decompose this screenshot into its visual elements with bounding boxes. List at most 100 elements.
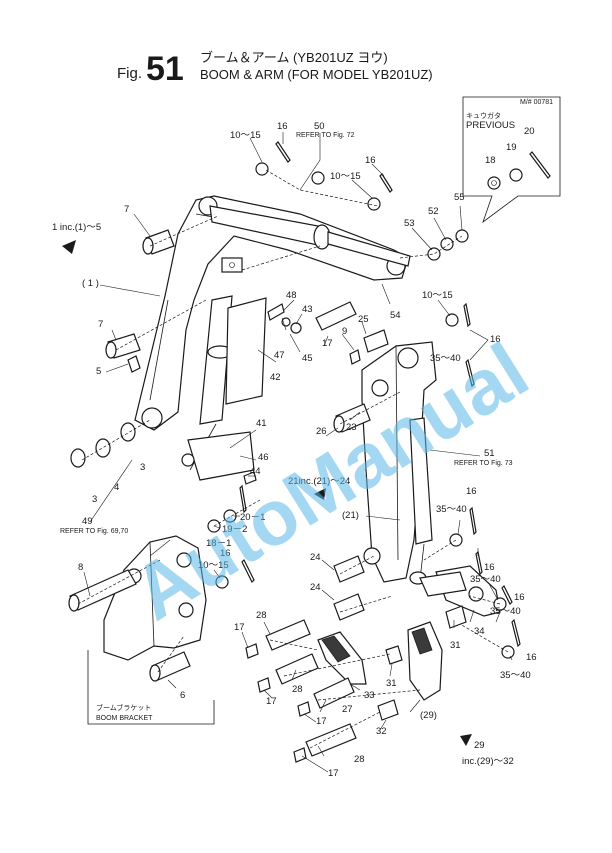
boom-cover (225, 297, 267, 405)
callout-33: 33 (364, 690, 375, 701)
washer-10-15d (215, 575, 229, 589)
callout-1: ( 1 ) (82, 278, 99, 289)
callout-10-15b: 10～15 (330, 171, 361, 182)
hardware (127, 141, 521, 763)
leaders (77, 132, 513, 773)
callout-7b: 7 (98, 319, 103, 330)
bracket-box (87, 650, 215, 725)
callout-47: 47 (274, 350, 285, 361)
title-en: BOOM & ARM (FOR MODEL YB201UZ) (200, 67, 433, 82)
pin-31a (385, 645, 403, 665)
callout-35-40c: 35～40 (470, 574, 501, 585)
bolt-5 (127, 355, 141, 373)
cotter-16d (469, 506, 477, 536)
boom (134, 195, 411, 481)
pin-6-end (149, 664, 161, 682)
boom-edge-2 (149, 299, 169, 401)
callout-31a: 31 (450, 640, 461, 651)
callout-27: 27 (342, 704, 353, 715)
pin-28b (275, 653, 319, 685)
fig-number: 51 (146, 50, 184, 88)
callout-52: 52 (428, 206, 439, 217)
arm-cyl-rod (327, 231, 411, 267)
callout-7a: 7 (124, 204, 129, 215)
top-plate-hole (229, 262, 235, 268)
cotter-16h (511, 618, 521, 648)
pins (68, 229, 467, 757)
callout-6: 6 (180, 690, 185, 701)
callout-35-40e: 35～40 (500, 670, 531, 681)
pin-24b (333, 593, 365, 621)
callout-28b: 28 (292, 684, 303, 695)
boom-foot-boss (141, 407, 163, 429)
cotter-20-1 (239, 484, 247, 514)
link-33-shade (321, 635, 351, 663)
callout-3b: 3 (92, 494, 97, 505)
callout-16c: 16 (490, 334, 501, 345)
fig-label: Fig. (117, 65, 142, 82)
bracket-label-en: BOOM BRACKET (96, 715, 153, 722)
callout-16a: 16 (277, 121, 288, 132)
bracket-plate (187, 431, 255, 481)
arrow-inc1 (62, 240, 76, 254)
callout-48: 48 (286, 290, 297, 301)
callout-28c: 28 (354, 754, 365, 765)
callout-24b: 24 (310, 582, 321, 593)
link-34-hole (468, 586, 484, 602)
arm-outline (361, 341, 437, 583)
callout-10-15c: 10～15 (422, 290, 453, 301)
callout-3a: 3 (140, 462, 145, 473)
inset-nut (487, 176, 501, 190)
bracket-hole-2 (176, 552, 192, 568)
nipple-17e (293, 747, 307, 763)
bracket-hole-3 (178, 602, 194, 618)
arm-edge (395, 345, 399, 561)
pin-32 (377, 699, 399, 721)
callout-17c: 17 (266, 696, 277, 707)
boom-cylinder (199, 295, 233, 425)
callout-29: (29) (420, 710, 437, 721)
callout-inc29: inc.(29)～32 (462, 756, 514, 767)
callouts: 16 10～15 50 REFER TO Fig. 72 16 10～15 7 … (52, 121, 537, 779)
inset-ref: M/# 00781 (520, 99, 553, 106)
callout-10-15d: 10～15 (198, 560, 229, 571)
nipple-17d (297, 701, 311, 717)
callout-24a: 24 (310, 552, 321, 563)
bucket-cylinder (409, 417, 433, 545)
inset-frame (462, 96, 561, 224)
bracket-edge (149, 541, 155, 647)
washer-10-15c (445, 313, 459, 327)
callout-17d: 17 (316, 716, 327, 727)
inset-item-19: 19 (506, 142, 517, 153)
inset-previous: M/# 00781 キュウガタ PREVIOUS 20 19 18 (462, 96, 561, 224)
callout-17a: 17 (322, 338, 333, 349)
callout-45: 45 (302, 353, 313, 364)
inset-label-en: PREVIOUS (466, 120, 515, 131)
callout-16g: 16 (514, 592, 525, 603)
callout-20-1: 20－1 (240, 512, 265, 523)
inset-washer (509, 168, 523, 182)
cotter-16g (501, 584, 513, 606)
cotter-16e (241, 558, 255, 584)
washer-52 (440, 237, 454, 251)
callout-16f: 16 (484, 562, 495, 573)
callout-31b: 31 (386, 678, 397, 689)
top-plate (221, 257, 243, 273)
callout-53: 53 (404, 218, 415, 229)
arm-link-strip (419, 571, 467, 597)
bush-3a (70, 448, 86, 468)
callout-26: 26 (316, 426, 327, 437)
callout-16d: 16 (466, 486, 477, 497)
callout-42: 42 (270, 372, 281, 383)
inset-item-18: 18 (485, 155, 496, 166)
callout-17e: 17 (328, 768, 339, 779)
washer-53 (427, 247, 441, 261)
nipple-17b (245, 643, 259, 659)
boom-bracket (87, 535, 215, 725)
callout-34: 34 (474, 626, 485, 637)
callout-18-1: 18－1 (206, 538, 231, 549)
callout-46: 46 (258, 452, 269, 463)
callout-41: 41 (256, 418, 267, 429)
bush-3b (120, 422, 136, 442)
